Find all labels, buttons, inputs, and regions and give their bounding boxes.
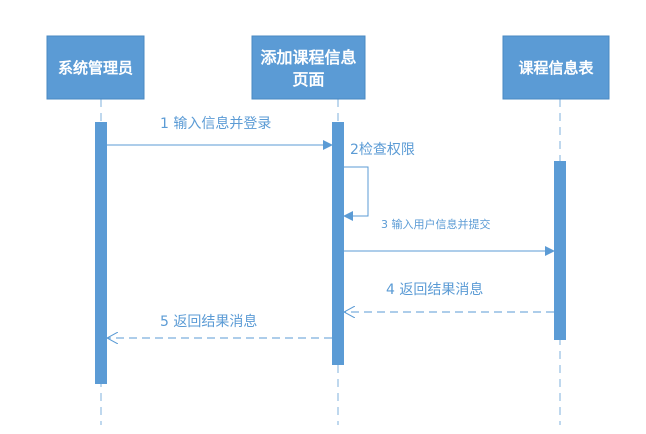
- message-label-4: 4 返回结果消息: [386, 281, 483, 298]
- participant-admin: 系统管理员: [46, 35, 145, 100]
- participant-label: 系统管理员: [58, 59, 133, 77]
- participant-course-page: 添加课程信息 页面: [251, 35, 366, 100]
- participant-label: 添加课程信息: [260, 48, 356, 67]
- activation-table: [554, 161, 566, 340]
- message-label-5: 5 返回结果消息: [160, 313, 257, 330]
- message-label-2: 2检查权限: [350, 142, 415, 158]
- activation-admin: [95, 122, 107, 384]
- activation-page: [332, 122, 344, 365]
- message-label-1: 1 输入信息并登录: [160, 115, 271, 132]
- participant-course-table: 课程信息表: [502, 35, 610, 100]
- participant-label: 课程信息表: [518, 59, 594, 77]
- message-label-3: 3 输入用户信息并提交: [381, 217, 491, 231]
- participant-label: 页面: [292, 70, 324, 89]
- message-arrow-2: [343, 166, 369, 221]
